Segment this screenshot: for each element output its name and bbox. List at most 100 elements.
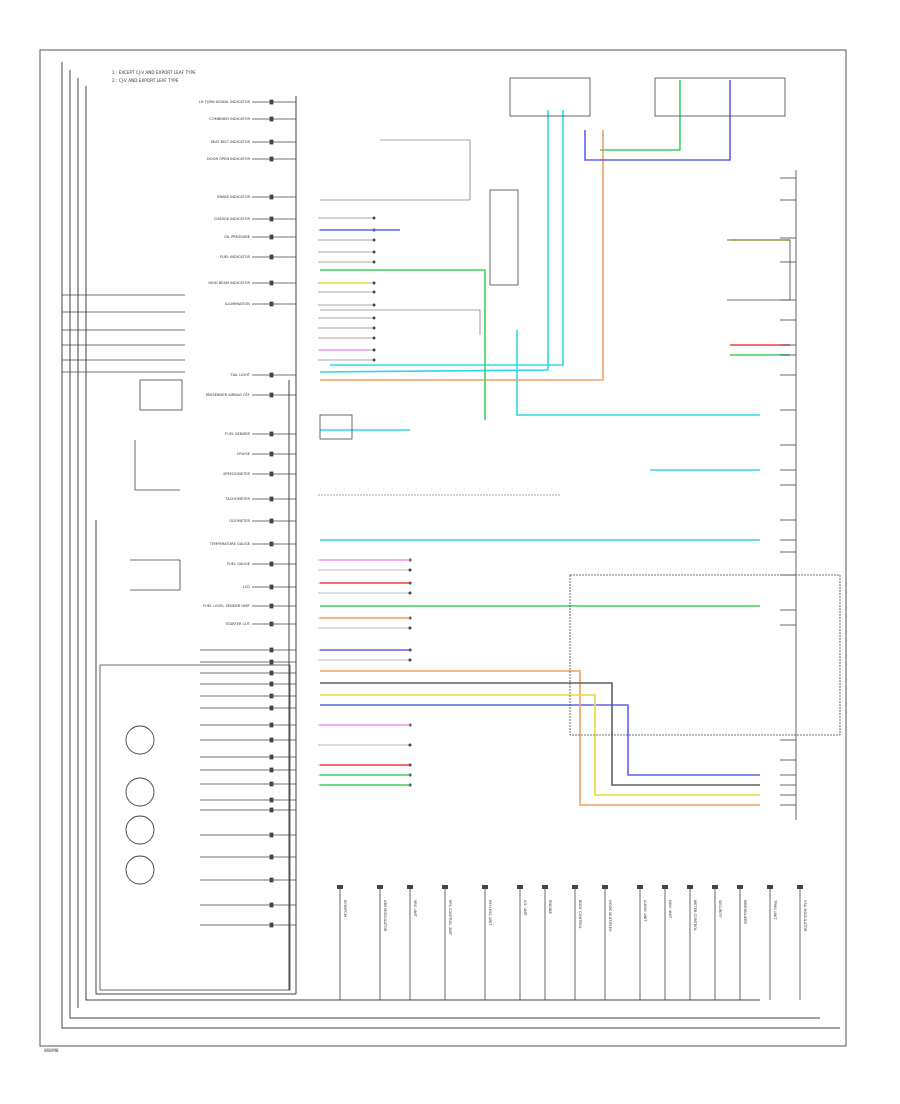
left-label: STARTER CUT — [226, 622, 251, 626]
module-label: METER CONTROL — [693, 900, 697, 931]
module-label: BODY CONTROL — [578, 900, 582, 929]
module-connector — [637, 885, 643, 889]
gauges — [125, 725, 155, 885]
module-label: KEYLESS UNIT — [488, 900, 492, 926]
speedometer-gauge-icon — [125, 725, 155, 755]
pin-terminal — [269, 431, 274, 437]
pin-terminal — [269, 722, 274, 728]
left-label: HIGH BEAM INDICATOR — [208, 281, 250, 285]
module-label: ECM/PCM — [343, 900, 347, 917]
module-label: IMMOBILIZER — [743, 900, 747, 924]
splice-dot — [408, 626, 412, 630]
pin-terminal — [269, 518, 274, 524]
left-label: CHARGE INDICATOR — [214, 217, 251, 221]
pin-terminal — [269, 372, 274, 378]
pin-terminal — [269, 647, 274, 653]
left-label: DOOR OPEN INDICATOR — [207, 157, 250, 161]
module-connector — [797, 885, 803, 889]
pin-terminal — [269, 116, 274, 122]
left-label: TEMPERATURE GAUGE — [209, 542, 251, 546]
pin-terminal — [269, 621, 274, 627]
center-wire — [320, 309, 481, 335]
module-connector — [572, 885, 578, 889]
left-label: COMBINED INDICATOR — [209, 117, 250, 121]
left-label: TAIL LIGHT — [230, 373, 251, 377]
center-wire — [320, 139, 471, 201]
pin-terminal — [269, 541, 274, 547]
pin-terminal — [269, 754, 274, 760]
pin-terminal — [269, 216, 274, 222]
splice-dot — [408, 568, 412, 572]
left-label: PASSENGER AIRBAG OFF — [206, 393, 250, 397]
splice-dot — [372, 216, 376, 220]
left-label: SPEEDOMETER — [223, 472, 250, 476]
module-connector — [542, 885, 548, 889]
pin-terminal — [269, 194, 274, 200]
pin-terminal — [269, 681, 274, 687]
pin-terminal — [269, 659, 274, 665]
pin-terminal — [269, 392, 274, 398]
left-label: ILLUMINATION — [225, 302, 251, 306]
pin-terminal — [269, 139, 274, 145]
pin-terminal — [269, 781, 274, 787]
module-label: NAVI UNIT — [668, 900, 672, 919]
pin-terminal — [269, 877, 274, 883]
pin-terminal — [269, 922, 274, 928]
left-label: TACHOMETER — [224, 497, 250, 501]
splice-dot — [372, 260, 376, 264]
module-label: A/C UNIT — [523, 900, 527, 917]
legend: 1 : EXCEPT CJ-V AND EXPORT LEAF TYPE 2 :… — [112, 70, 196, 83]
pin-terminal — [269, 301, 274, 307]
pin-terminal — [269, 471, 274, 477]
module-label: AUDIO UNIT — [643, 900, 647, 922]
left-label: LH TURN SIGNAL INDICATOR — [199, 100, 251, 104]
left-label: FUEL LEVEL SENDER UNIT — [203, 604, 251, 608]
pin-terminal — [269, 234, 274, 240]
pin-terminal — [269, 603, 274, 609]
splice-dot — [372, 281, 376, 285]
pin-terminal — [269, 854, 274, 860]
left-bus-borders — [61, 62, 840, 1029]
splice-dot — [372, 326, 376, 330]
splice-dot — [372, 238, 376, 242]
left-bus-lines — [62, 294, 185, 373]
outer-frame — [39, 49, 847, 1047]
splice-dot — [408, 591, 412, 595]
left-label: SEAT BELT INDICATOR — [211, 140, 251, 144]
splice-dot — [372, 348, 376, 352]
module-connector — [602, 885, 608, 889]
pin-terminal — [269, 451, 274, 457]
module-connector — [687, 885, 693, 889]
module-connector — [482, 885, 488, 889]
pin-terminal — [269, 737, 274, 743]
pin-terminal — [269, 496, 274, 502]
pin-terminal — [269, 832, 274, 838]
pin-stubs — [200, 99, 296, 928]
left-label: FUEL GAUGE — [227, 562, 251, 566]
module-label: DOOR MULTIPLEX — [608, 900, 612, 932]
fuel-gauge-icon — [125, 855, 155, 885]
pin-terminal — [269, 693, 274, 699]
module-connector — [442, 885, 448, 889]
legend-line-1: 1 : EXCEPT CJ-V AND EXPORT LEAF TYPE — [112, 70, 196, 75]
splice-dot — [372, 303, 376, 307]
pin-terminal — [269, 705, 274, 711]
left-label: FUEL SENDER — [225, 432, 250, 436]
right-ticks — [780, 170, 797, 820]
pin-terminal — [269, 561, 274, 567]
module-connector — [712, 885, 718, 889]
splice-dot — [372, 336, 376, 340]
left-label: BRAKE INDICATOR — [217, 195, 250, 199]
pin-terminal — [269, 902, 274, 908]
module-connector — [737, 885, 743, 889]
splice-dot — [372, 358, 376, 362]
pin-terminal — [269, 797, 274, 803]
pin-terminal — [269, 99, 274, 105]
splice-dot — [372, 250, 376, 254]
left-label: LCD — [243, 585, 251, 589]
center-wire-list — [318, 139, 560, 787]
left-label: ODOMETER — [229, 519, 250, 523]
